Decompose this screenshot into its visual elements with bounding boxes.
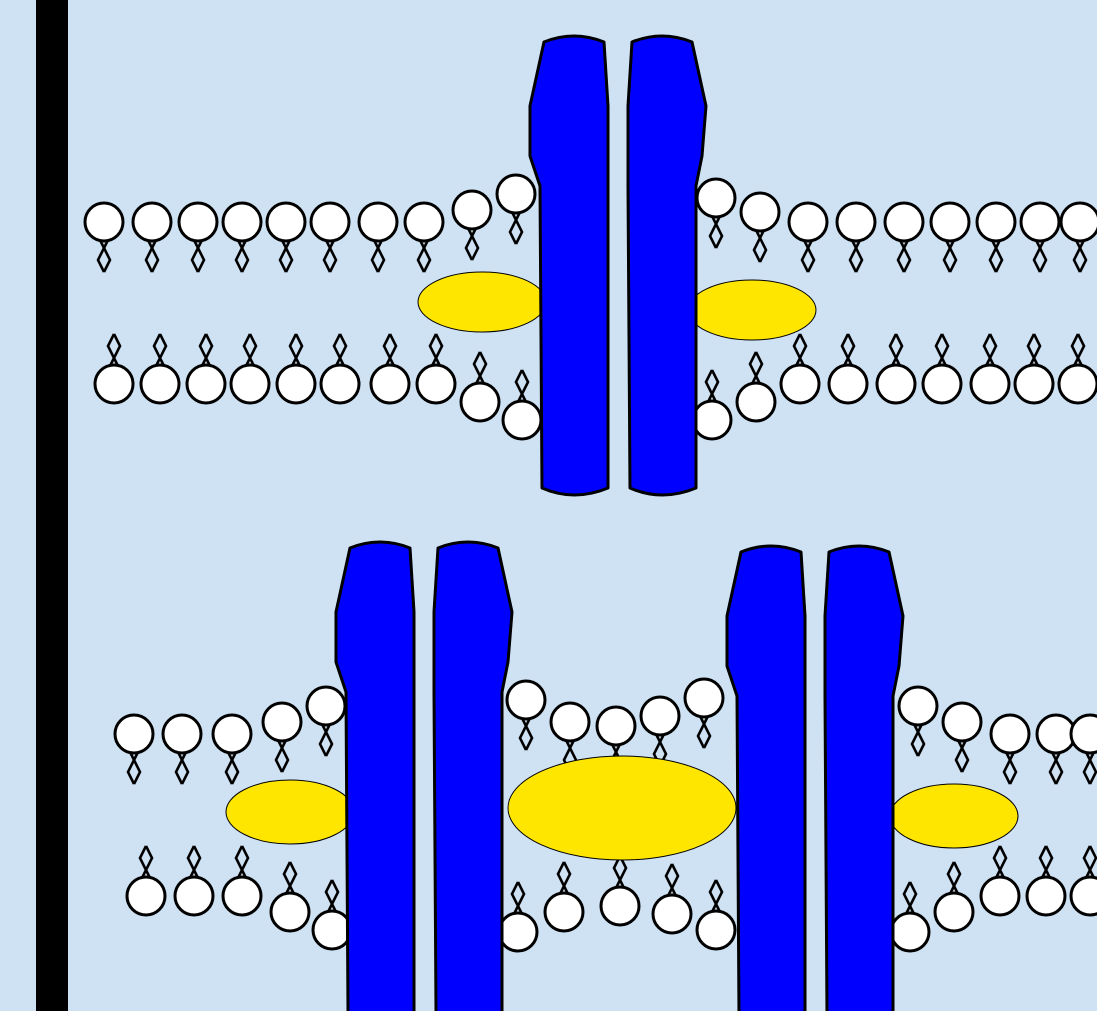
phospholipid-head	[1027, 877, 1065, 915]
phospholipid-head	[653, 895, 691, 933]
phospholipid-head	[313, 911, 351, 949]
phospholipid-head	[115, 715, 153, 753]
phospholipid-head	[991, 715, 1029, 753]
phospholipid-head	[899, 687, 937, 725]
phospholipid-head	[141, 365, 179, 403]
protein-subunit-icon	[628, 36, 706, 495]
phospholipid-head	[829, 365, 867, 403]
protein-subunit-icon	[530, 36, 608, 495]
phospholipid-head	[641, 697, 679, 735]
phospholipid-head	[231, 365, 269, 403]
hydrophobic-droplet-icon	[508, 756, 736, 860]
phospholipid-head	[1037, 715, 1075, 753]
phospholipid-head	[935, 893, 973, 931]
phospholipid-head	[981, 877, 1019, 915]
phospholipid-head	[507, 681, 545, 719]
phospholipid-head	[877, 365, 915, 403]
phospholipid-head	[931, 203, 969, 241]
phospholipid-head	[1059, 365, 1097, 403]
phospholipid-head	[307, 687, 345, 725]
phospholipid-head	[1071, 877, 1097, 915]
protein-subunit-icon	[336, 542, 414, 1011]
phospholipid-head	[163, 715, 201, 753]
left-sidebar-bar	[36, 0, 68, 1011]
phospholipid-head	[263, 703, 301, 741]
phospholipid-head	[885, 203, 923, 241]
phospholipid-head	[601, 887, 639, 925]
hydrophobic-droplet-icon	[890, 784, 1018, 848]
phospholipid-head	[95, 365, 133, 403]
phospholipid-head	[1061, 203, 1097, 241]
phospholipid-head	[499, 913, 537, 951]
phospholipid-head	[697, 911, 735, 949]
phospholipid-head	[837, 203, 875, 241]
hydrophobic-droplet-icon	[688, 280, 816, 340]
phospholipid-head	[417, 365, 455, 403]
phospholipid-head	[311, 203, 349, 241]
phospholipid-head	[551, 703, 589, 741]
phospholipid-head	[127, 877, 165, 915]
phospholipid-head	[545, 893, 583, 931]
phospholipid-head	[371, 365, 409, 403]
phospholipid-head	[187, 365, 225, 403]
protein-subunit-icon	[825, 546, 903, 1011]
phospholipid-head	[85, 203, 123, 241]
phospholipid-head	[697, 179, 735, 217]
phospholipid-head	[179, 203, 217, 241]
protein-subunit-icon	[434, 542, 512, 1011]
phospholipid-head	[693, 401, 731, 439]
phospholipid-head	[923, 365, 961, 403]
phospholipid-head	[1015, 365, 1053, 403]
phospholipid-head	[271, 893, 309, 931]
phospholipid-head	[133, 203, 171, 241]
phospholipid-head	[175, 877, 213, 915]
protein-subunit-icon	[727, 546, 805, 1011]
phospholipid-head	[405, 203, 443, 241]
phospholipid-head	[685, 679, 723, 717]
phospholipid-head	[741, 193, 779, 231]
phospholipid-head	[891, 913, 929, 951]
phospholipid-head	[789, 203, 827, 241]
phospholipid-head	[453, 191, 491, 229]
phospholipid-head	[1021, 203, 1059, 241]
phospholipid-head	[1071, 715, 1097, 753]
phospholipid-head	[267, 203, 305, 241]
phospholipid-head	[943, 703, 981, 741]
phospholipid-head	[213, 715, 251, 753]
phospholipid-head	[971, 365, 1009, 403]
hydrophobic-droplet-icon	[418, 272, 546, 332]
phospholipid-head	[503, 401, 541, 439]
phospholipid-head	[321, 365, 359, 403]
phospholipid-head	[737, 383, 775, 421]
phospholipid-head	[461, 383, 499, 421]
phospholipid-head	[223, 203, 261, 241]
phospholipid-head	[277, 365, 315, 403]
phospholipid-head	[223, 877, 261, 915]
phospholipid-head	[977, 203, 1015, 241]
phospholipid-head	[497, 175, 535, 213]
phospholipid-head	[597, 707, 635, 745]
hydrophobic-droplet-icon	[226, 780, 354, 844]
phospholipid-head	[781, 365, 819, 403]
phospholipid-head	[359, 203, 397, 241]
